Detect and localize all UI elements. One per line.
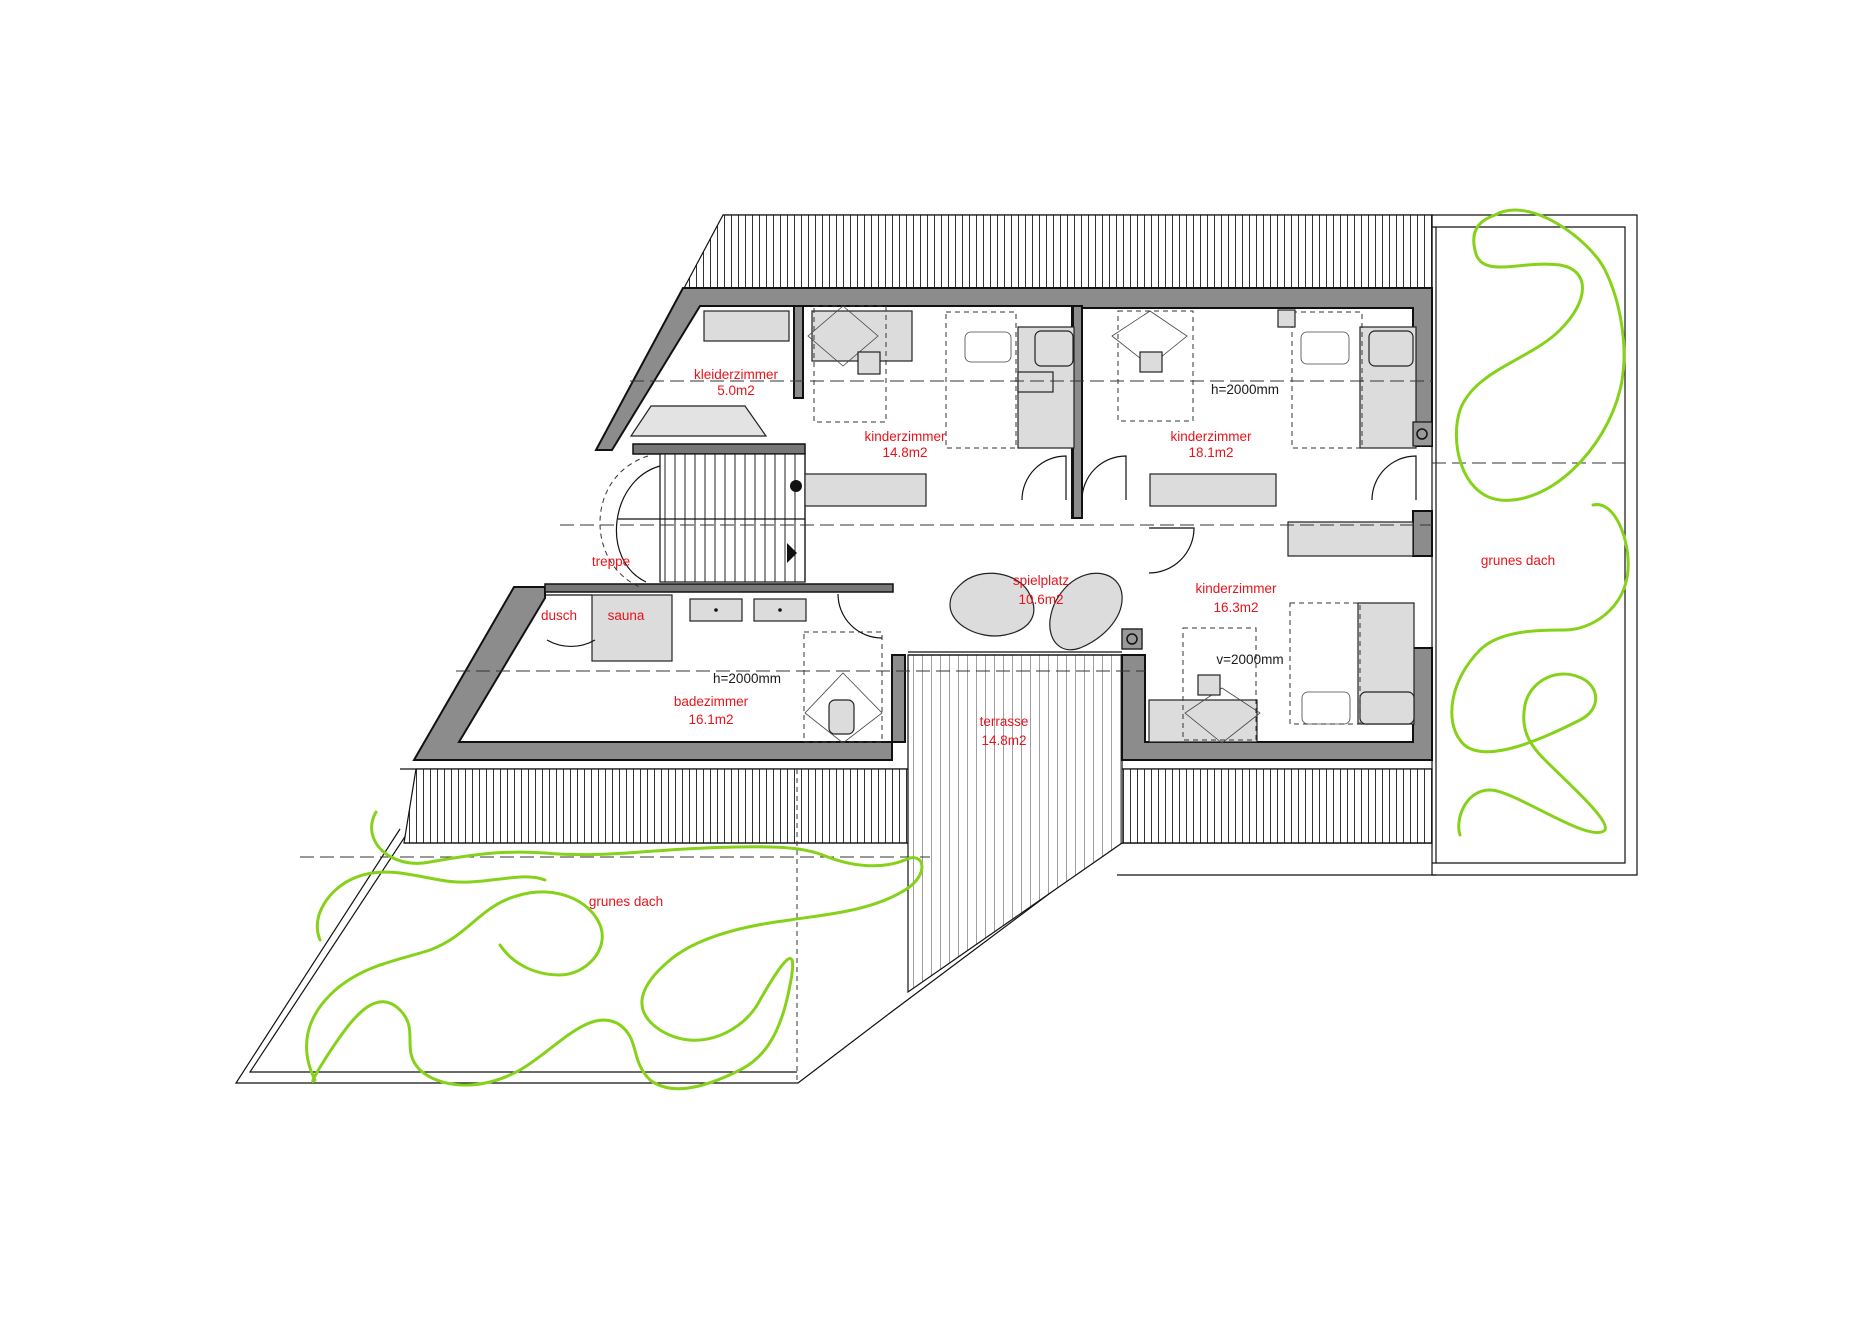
kleiderzimmer-fittings bbox=[629, 310, 790, 437]
staircase bbox=[599, 453, 806, 589]
height-note-room3: v=2000mm bbox=[1216, 652, 1283, 667]
shaft-markers bbox=[1121, 421, 1433, 650]
spielplatz-label: spielplatz bbox=[1013, 573, 1070, 588]
kinderzimmer-3-furniture bbox=[1121, 521, 1415, 744]
kinderzimmer-1-furniture bbox=[804, 305, 1075, 507]
room-labels: kleiderzimmer 5.0m2 kinderzimmer 14.8m2 … bbox=[541, 367, 1555, 909]
grunes-dach-right-label: grunes dach bbox=[1481, 553, 1555, 568]
spielplatz-area: 10.6m2 bbox=[1018, 592, 1063, 607]
treppe-label: treppe bbox=[592, 554, 630, 569]
badezimmer-area: 16.1m2 bbox=[688, 712, 733, 727]
green-roof-scribbles bbox=[305, 208, 1630, 1091]
badezimmer-fittings bbox=[545, 593, 883, 744]
terrasse-area: 14.8m2 bbox=[981, 733, 1026, 748]
kinderzimmer-2-area: 18.1m2 bbox=[1188, 445, 1233, 460]
spielplatz-furniture bbox=[908, 572, 1123, 653]
dusch-label: dusch bbox=[541, 608, 577, 623]
kinderzimmer-3-label: kinderzimmer bbox=[1195, 581, 1277, 596]
kinderzimmer-1-label: kinderzimmer bbox=[864, 429, 946, 444]
terrasse-label: terrasse bbox=[980, 714, 1029, 729]
kleiderzimmer-area: 5.0m2 bbox=[717, 383, 755, 398]
grunes-dach-bottom-label: grunes dach bbox=[589, 894, 663, 909]
sauna-label: sauna bbox=[608, 608, 645, 623]
height-note-bath: h=2000mm bbox=[713, 671, 781, 686]
kinderzimmer-2-furniture bbox=[1081, 309, 1417, 507]
kinderzimmer-2-label: kinderzimmer bbox=[1170, 429, 1252, 444]
height-notes: h=2000mm h=2000mm v=2000mm bbox=[713, 382, 1284, 686]
kleiderzimmer-label: kleiderzimmer bbox=[694, 367, 779, 382]
height-note-top: h=2000mm bbox=[1211, 382, 1279, 397]
kinderzimmer-3-area: 16.3m2 bbox=[1213, 600, 1258, 615]
badezimmer-label: badezimmer bbox=[674, 694, 749, 709]
kinderzimmer-1-area: 14.8m2 bbox=[882, 445, 927, 460]
terrace bbox=[907, 654, 1123, 994]
